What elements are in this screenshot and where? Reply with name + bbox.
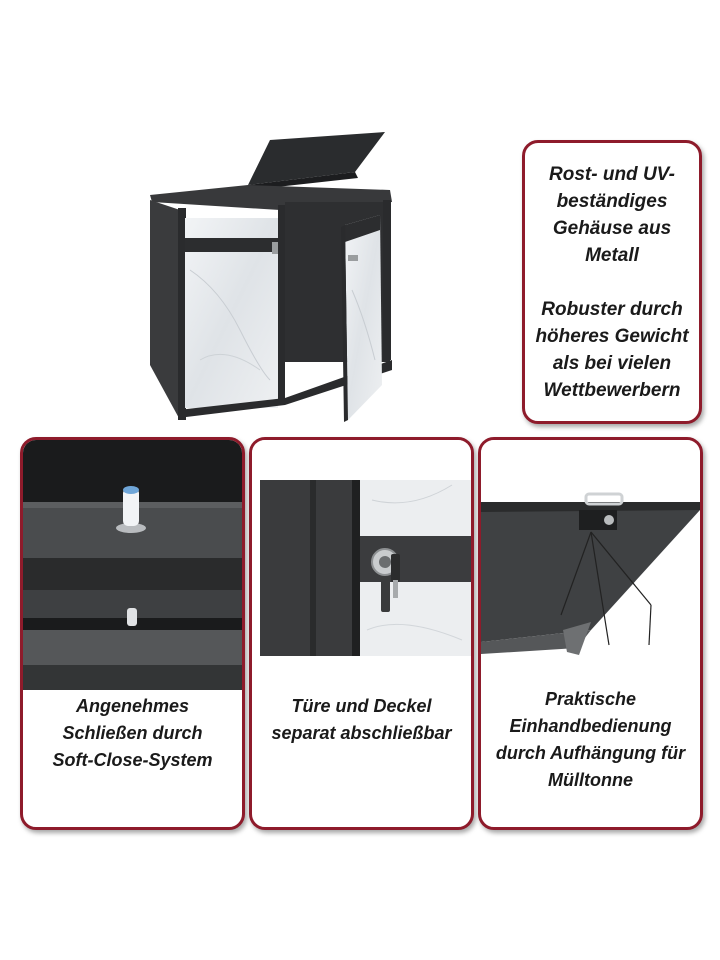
feature-text-line: Metall (585, 244, 639, 266)
card-text-line: Angenehmes (75, 696, 190, 716)
card-text-line: Soft-Close-System (52, 750, 213, 770)
lock-text: Türe und Deckel separat abschließbar (252, 693, 471, 747)
card-text-line: durch Aufhängung für (495, 743, 686, 763)
feature-text-line: Robuster durch (541, 298, 683, 320)
feature-text-line: beständiges (556, 190, 668, 212)
card-text-line: Türe und Deckel (291, 696, 432, 716)
hanging-text: Praktische Einhandbedienung durch Aufhän… (481, 686, 700, 794)
feature-text-line: als bei vielen (552, 352, 672, 374)
feature-text-line: Wettbewerbern (543, 379, 681, 401)
card-text-line: Mülltonne (548, 770, 633, 790)
feature-weight-text: Robuster durch höheres Gewicht als bei v… (527, 296, 697, 404)
feature-card-lock: Türe und Deckel separat abschließbar (249, 437, 474, 830)
card-text-line: separat abschließbar (271, 723, 452, 743)
feature-card-hanging: Praktische Einhandbedienung durch Aufhän… (478, 437, 703, 830)
feature-text-line: Gehäuse aus (552, 217, 672, 239)
lock-photo (252, 440, 471, 690)
soft-close-photo (23, 440, 242, 690)
card-text-line: Einhandbedienung (509, 716, 672, 736)
card-text-line: Praktische (544, 689, 637, 709)
card-text-line: Schließen durch (62, 723, 203, 743)
product-image (130, 130, 400, 430)
hanging-photo (481, 440, 700, 690)
feature-box-material: Rost- und UV- beständiges Gehäuse aus Me… (522, 140, 702, 424)
feature-text-line: Rost- und UV- (549, 163, 675, 185)
soft-close-text: Angenehmes Schließen durch Soft-Close-Sy… (23, 693, 242, 774)
feature-material-text: Rost- und UV- beständiges Gehäuse aus Me… (527, 161, 697, 269)
feature-card-soft-close: Angenehmes Schließen durch Soft-Close-Sy… (20, 437, 245, 830)
feature-text-line: höheres Gewicht (535, 325, 689, 347)
